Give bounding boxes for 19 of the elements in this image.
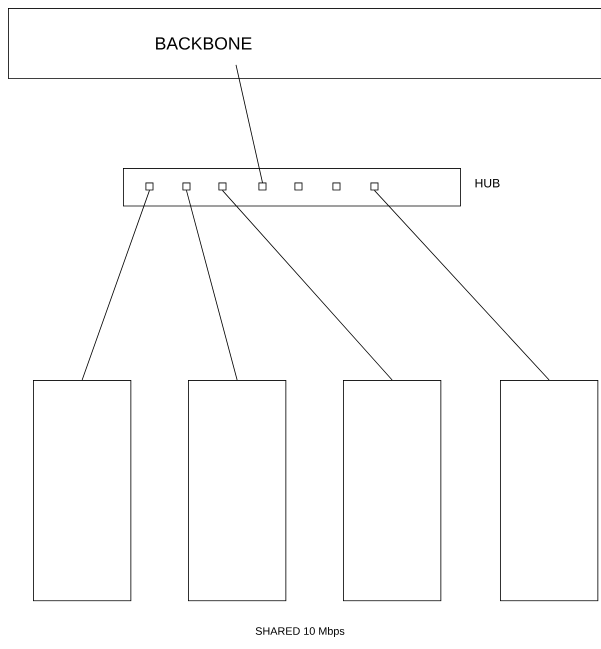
workstation-box: [188, 380, 286, 602]
port-square: [182, 182, 190, 190]
workstation-box: [343, 380, 442, 602]
connector-line: [82, 190, 150, 380]
port-square: [218, 182, 226, 190]
caption: SHARED 10 Mbps: [256, 626, 344, 638]
port-square: [258, 182, 266, 190]
backbone-box: BACKBONE: [8, 8, 601, 79]
port-square: [332, 182, 340, 190]
connector-line: [222, 190, 393, 380]
connector-line: [236, 64, 263, 183]
port-square: [370, 182, 378, 190]
port-square: [146, 182, 154, 190]
workstation-box: [500, 380, 598, 602]
connector-line: [374, 190, 550, 380]
hub-label: HUB: [476, 178, 500, 188]
connector-line: [186, 190, 238, 380]
port-square: [294, 182, 302, 190]
workstation-box: [33, 380, 132, 602]
